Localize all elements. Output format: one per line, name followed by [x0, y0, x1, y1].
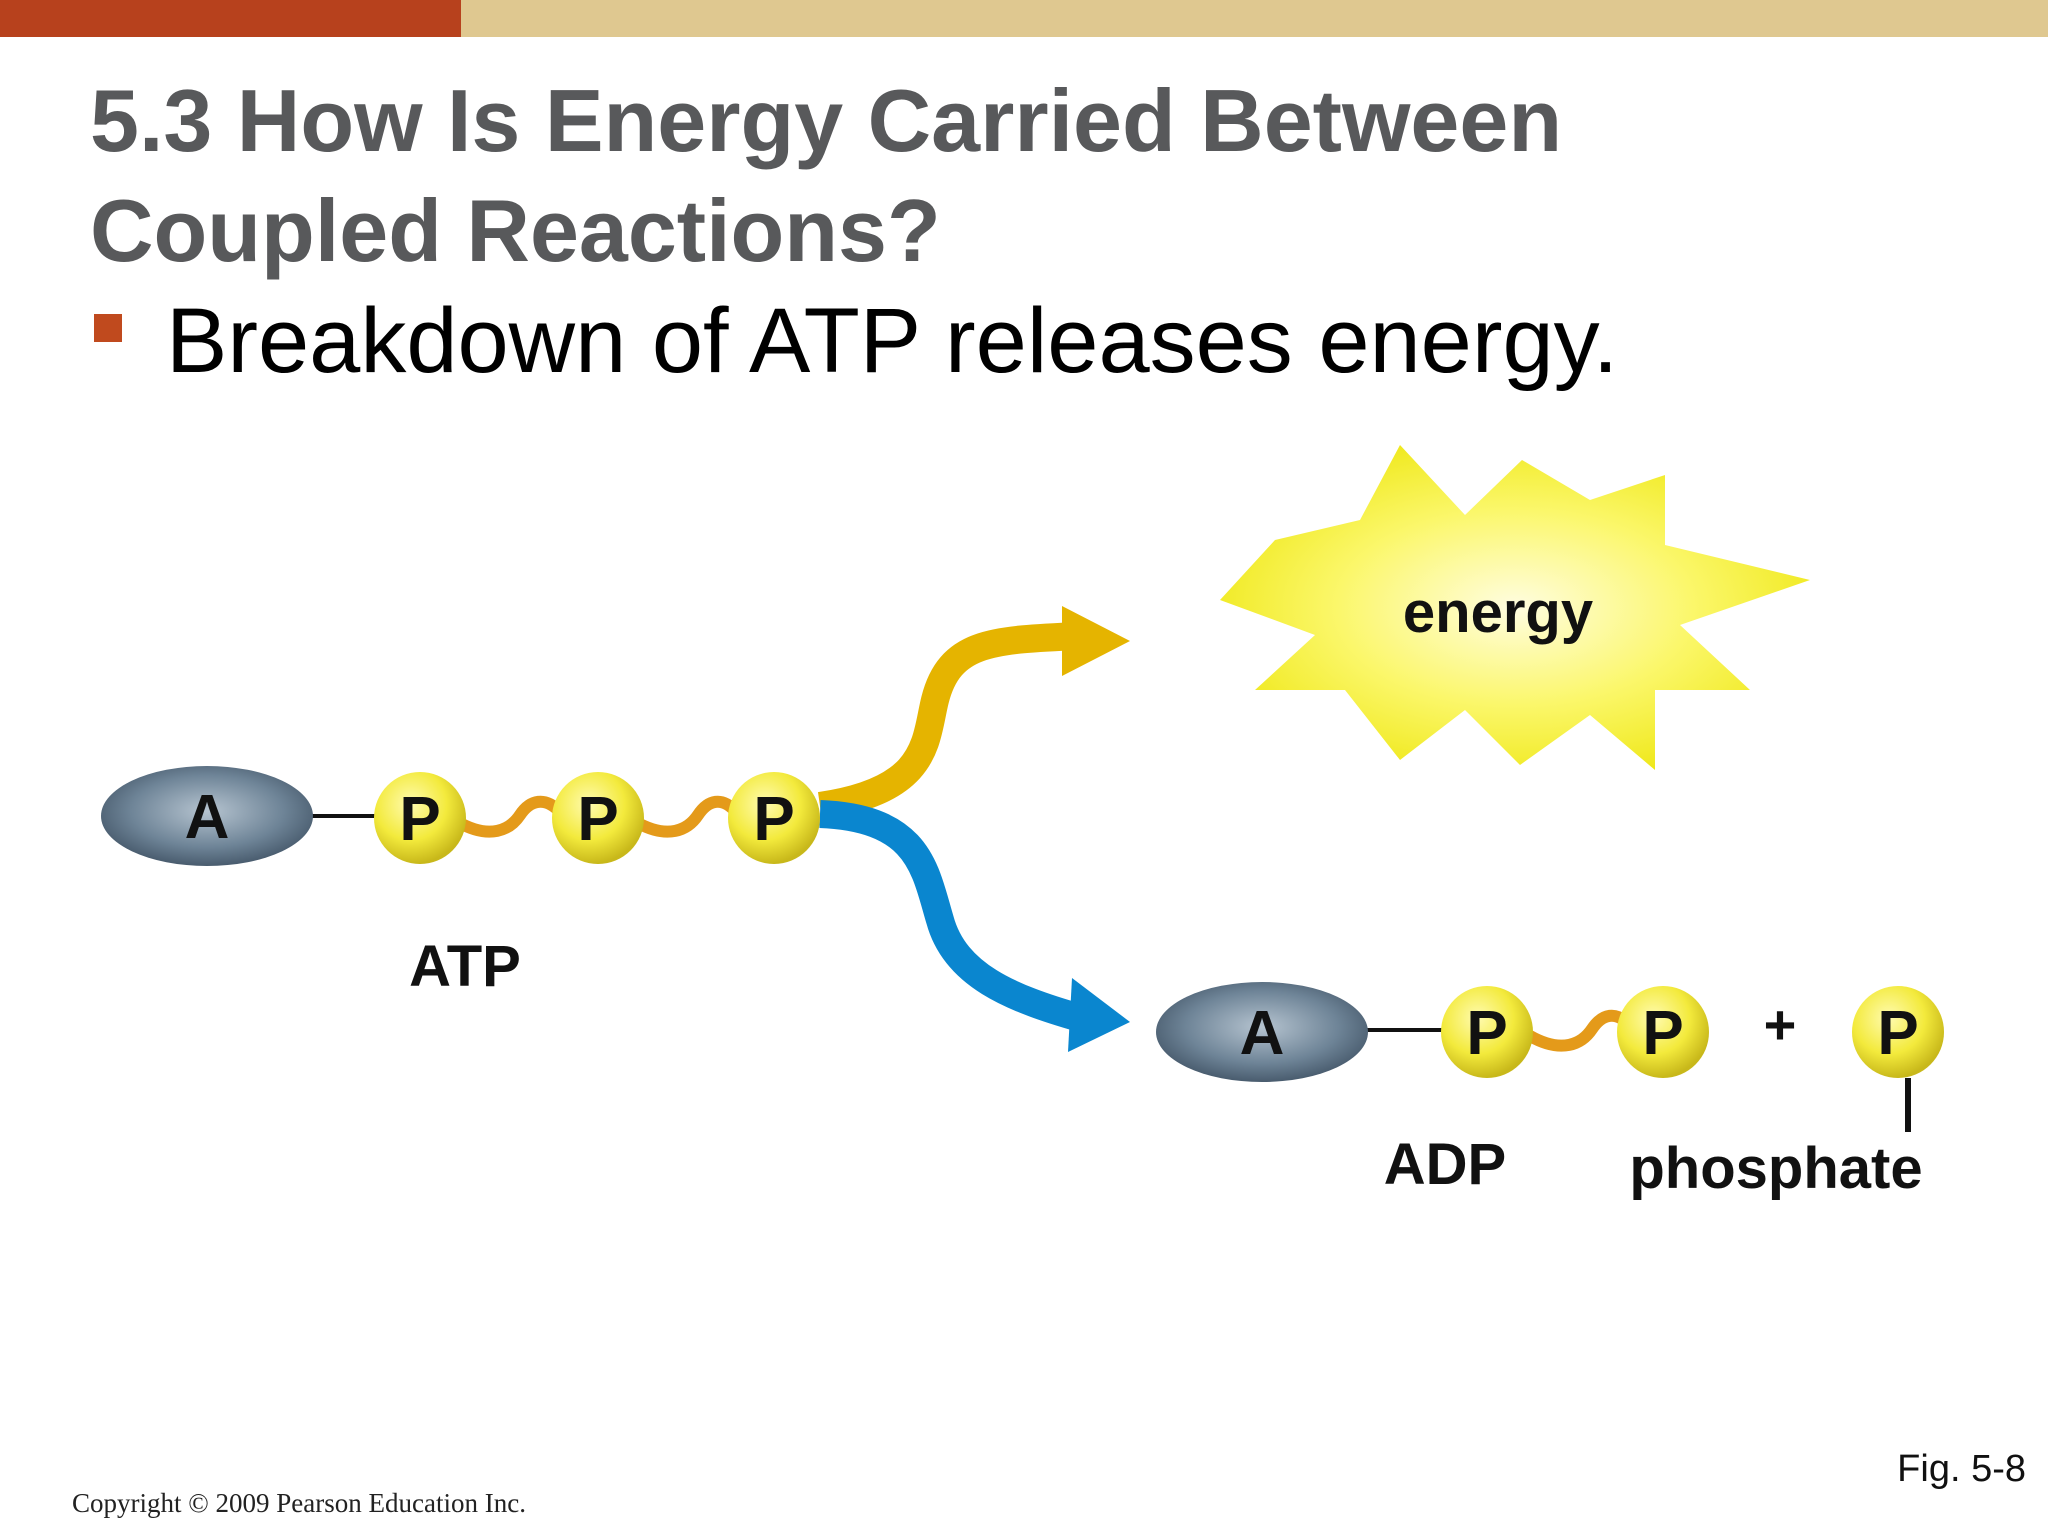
- title-line-1: 5.3 How Is Energy Carried Between: [90, 71, 1563, 170]
- atp-phosphate-2: [552, 772, 644, 864]
- phosphate-label: phosphate: [1629, 1136, 1922, 1201]
- energy-burst-icon: [1220, 445, 1810, 770]
- energy-arrowhead-icon: [1062, 606, 1130, 676]
- free-phosphate: [1852, 986, 1944, 1078]
- plus-sign: +: [1764, 993, 1797, 1056]
- atp-adenosine-label: A: [185, 783, 230, 852]
- atp-pp-bond-1: [455, 795, 565, 838]
- figure-number: Fig. 5-8: [1897, 1448, 2026, 1490]
- atp-phosphate-3: [728, 772, 820, 864]
- bullet-square-icon: [94, 314, 122, 342]
- atp-phosphate-1-label: P: [399, 785, 440, 854]
- adp-phosphate-1-label: P: [1466, 999, 1507, 1068]
- bullet-text: Breakdown of ATP releases energy.: [166, 290, 1619, 392]
- adp-label: ADP: [1384, 1132, 1506, 1197]
- free-phosphate-label: P: [1877, 999, 1918, 1068]
- adp-adenosine: [1156, 982, 1368, 1082]
- title-line-2: Coupled Reactions?: [90, 181, 941, 280]
- energy-label: energy: [1403, 580, 1593, 645]
- copyright-notice: Copyright © 2009 Pearson Education Inc.: [72, 1488, 526, 1518]
- top-accent-bar-right: [461, 0, 2048, 37]
- adp-phosphate-2-label: P: [1642, 999, 1683, 1068]
- adp-phosphate-1: [1441, 986, 1533, 1078]
- atp-phosphate-1: [374, 772, 466, 864]
- adp-phosphate-2: [1617, 986, 1709, 1078]
- atp-pp-bond-2: [633, 795, 741, 838]
- slide-title: 5.3 How Is Energy Carried Between Couple…: [90, 66, 1890, 286]
- top-accent-bar-left: [0, 0, 461, 37]
- atp-phosphate-2-label: P: [577, 785, 618, 854]
- adp-adenosine-label: A: [1240, 999, 1285, 1068]
- energy-arrow: [817, 622, 1081, 820]
- products-arrowhead-icon: [1068, 978, 1130, 1052]
- products-arrow: [819, 800, 1084, 1032]
- adp-pp-bond: [1527, 1009, 1635, 1052]
- atp-adenosine: [101, 766, 313, 866]
- atp-phosphate-3-label: P: [753, 785, 794, 854]
- atp-label: ATP: [409, 934, 521, 999]
